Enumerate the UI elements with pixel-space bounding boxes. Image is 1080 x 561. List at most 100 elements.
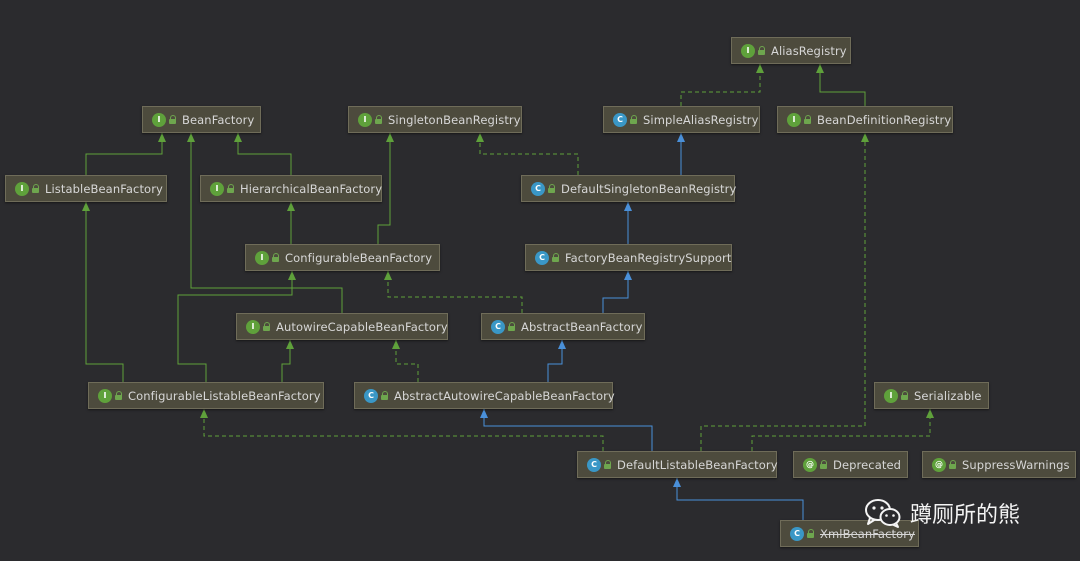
lock-icon [807, 529, 814, 538]
edge-implements-abstractautowirecapablebeanfactory-to-autowirecapablebeanfactory [392, 340, 419, 382]
node-label: FactoryBeanRegistrySupport [565, 250, 732, 265]
node-factory-bean-registry-support[interactable]: C FactoryBeanRegistrySupport [525, 244, 732, 271]
node-bean-factory[interactable]: I BeanFactory [142, 106, 261, 133]
node-deprecated[interactable]: @Deprecated [793, 451, 908, 478]
interface-badge-icon: I [787, 112, 801, 127]
node-configurable-listable-bean-factory[interactable]: I ConfigurableListableBeanFactory [88, 382, 324, 409]
watermark-text: 蹲厕所的熊 [910, 503, 1021, 528]
edge-arrowhead [392, 340, 400, 349]
class-badge-icon: C [531, 181, 545, 196]
edge-interface-extends-configurablelistablebeanfactory-to-autowirecapablebeanfactory [281, 340, 294, 382]
edge-interface-extends-hierarchicalbeanfactory-to-beanfactory [234, 133, 292, 175]
class-badge-icon: C [535, 250, 549, 265]
node-suppress-warnings[interactable]: @SuppressWarnings [922, 451, 1076, 478]
interface-badge-icon: I [15, 181, 29, 196]
lock-icon [949, 460, 956, 469]
lock-icon [381, 391, 388, 400]
edge-arrowhead [624, 202, 632, 211]
edge-implements-defaultsingletonbeanregistry-to-singletonbeanregistry [476, 133, 579, 175]
wechat-icon [865, 499, 901, 528]
node-label: SingletonBeanRegistry [388, 112, 521, 127]
watermark: 蹲厕所的熊 [864, 495, 1020, 531]
edge-arrowhead [158, 133, 166, 142]
edge-interface-extends-configurablelistablebeanfactory-to-listablebeanfactory [82, 202, 124, 382]
lock-icon [552, 253, 559, 262]
node-hierarchical-bean-factory[interactable]: I HierarchicalBeanFactory [200, 175, 382, 202]
node-label: Serializable [914, 388, 982, 403]
edge-implements-defaultlistablebeanfactory-to-configurablelistablebeanfactory [200, 409, 604, 451]
edge-implements-defaultlistablebeanfactory-to-serializable [751, 409, 934, 451]
class-badge-icon: C [587, 457, 601, 472]
edge-arrowhead [756, 64, 764, 73]
interface-badge-icon: I [246, 319, 260, 334]
edge-extends-defaultsingletonbeanregistry-to-simplealiasregistry [677, 133, 685, 175]
node-label: BeanDefinitionRegistry [817, 112, 952, 127]
edge-arrowhead [287, 202, 295, 211]
node-label: ConfigurableBeanFactory [285, 250, 433, 265]
node-label: ListableBeanFactory [45, 181, 163, 196]
edge-extends-abstractautowirecapablebeanfactory-to-abstractbeanfactory [547, 340, 566, 382]
edge-extends-abstractbeanfactory-to-factorybeanregistrysupport [602, 271, 632, 313]
lock-icon [115, 391, 122, 400]
lock-icon [630, 115, 637, 124]
edge-arrowhead [480, 409, 488, 418]
edge-arrowhead [926, 409, 934, 418]
node-label: XmlBeanFactory [820, 526, 915, 541]
edge-arrowhead [861, 133, 869, 142]
edge-arrowhead [816, 64, 824, 73]
lock-icon [227, 184, 234, 193]
edge-arrowhead [677, 133, 685, 142]
node-listable-bean-factory[interactable]: I ListableBeanFactory [5, 175, 167, 202]
node-label: Deprecated [833, 457, 902, 472]
node-bean-definition-registry[interactable]: I BeanDefinitionRegistry [777, 106, 953, 133]
class-badge-icon: C [790, 526, 804, 541]
edge-interface-extends-configurablebeanfactory-to-hierarchicalbeanfactory [287, 202, 295, 244]
node-label: AbstractBeanFactory [521, 319, 643, 334]
lock-icon [263, 322, 270, 331]
edge-arrowhead [286, 340, 294, 349]
edge-arrowhead [673, 478, 681, 487]
edge-arrowhead [384, 271, 392, 280]
edge-implements-defaultlistablebeanfactory-to-beandefinitionregistry [700, 133, 869, 451]
edge-interface-extends-autowirecapablebeanfactory-to-beanfactory [187, 133, 343, 313]
edge-extends-xmlbeanfactory-to-defaultlistablebeanfactory [673, 478, 804, 520]
interface-badge-icon: I [98, 388, 112, 403]
node-label: HierarchicalBeanFactory [240, 181, 383, 196]
node-simple-alias-registry[interactable]: C SimpleAliasRegistry [603, 106, 760, 133]
edge-extends-defaultlistablebeanfactory-to-abstractautowirecapablebeanfactory [480, 409, 653, 451]
class-badge-icon: C [613, 112, 627, 127]
node-label: ConfigurableListableBeanFactory [128, 388, 321, 403]
lock-icon [548, 184, 555, 193]
lock-icon [169, 115, 176, 124]
edge-arrowhead [476, 133, 484, 142]
annotation-badge-icon: @ [932, 457, 946, 472]
lock-icon [820, 460, 827, 469]
edge-interface-extends-configurablebeanfactory-to-singletonbeanregistry [377, 133, 394, 244]
lock-icon [901, 391, 908, 400]
node-label: AutowireCapableBeanFactory [276, 319, 448, 334]
node-autowire-capable-bean-factory[interactable]: I AutowireCapableBeanFactory [236, 313, 448, 340]
edge-interface-extends-beandefinitionregistry-to-aliasregistry [816, 64, 866, 106]
lock-icon [804, 115, 811, 124]
interface-badge-icon: I [152, 112, 166, 127]
lock-icon [508, 322, 515, 331]
lock-icon [375, 115, 382, 124]
edge-implements-abstractbeanfactory-to-configurablebeanfactory [384, 271, 523, 313]
node-label: BeanFactory [182, 112, 255, 127]
interface-badge-icon: I [741, 43, 755, 58]
edge-interface-extends-configurablelistablebeanfactory-to-configurablebeanfactory [177, 271, 296, 382]
edge-arrowhead [187, 133, 195, 142]
node-label: SimpleAliasRegistry [643, 112, 759, 127]
edge-arrowhead [624, 271, 632, 280]
interface-badge-icon: I [210, 181, 224, 196]
edge-arrowhead [82, 202, 90, 211]
